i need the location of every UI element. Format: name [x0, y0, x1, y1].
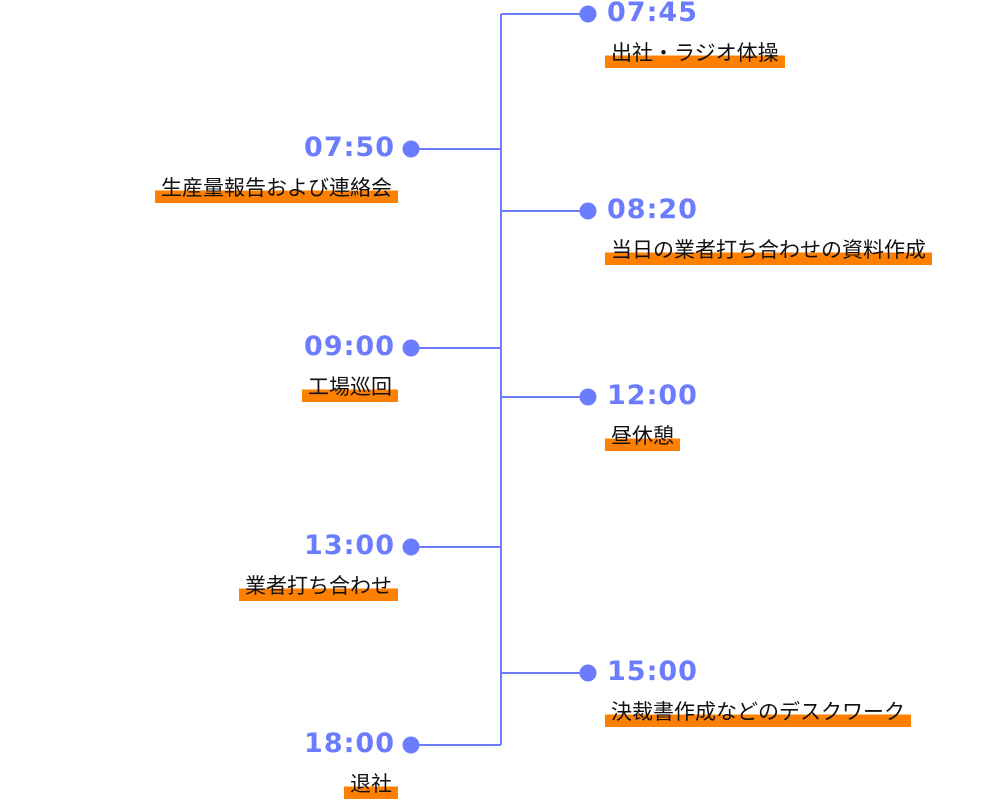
schedule-time: 07:45 — [607, 0, 698, 28]
schedule-time: 09:00 — [304, 331, 395, 362]
schedule-label: 当日の業者打ち合わせの資料作成 — [605, 235, 932, 265]
schedule-label: 生産量報告および連絡会 — [155, 173, 398, 203]
schedule-label: 出社・ラジオ体操 — [605, 38, 785, 68]
schedule-time: 12:00 — [607, 380, 698, 411]
schedule-time: 08:20 — [607, 194, 698, 225]
schedule-time: 07:50 — [304, 132, 395, 163]
timeline-dot — [579, 202, 597, 220]
schedule-time: 15:00 — [607, 656, 698, 687]
timeline-dot — [402, 736, 420, 754]
schedule-label: 昼休憩 — [605, 421, 680, 451]
schedule-label: 退社 — [344, 769, 398, 799]
timeline-dot — [402, 140, 420, 158]
timeline-dot — [402, 538, 420, 556]
timeline-dot — [402, 339, 420, 357]
timeline-dot — [579, 388, 597, 406]
schedule-label: 工場巡回 — [302, 372, 398, 402]
schedule-time: 18:00 — [304, 728, 395, 759]
timeline-dot — [579, 5, 597, 23]
timeline-dot — [579, 664, 597, 682]
schedule-label: 決裁書作成などのデスクワーク — [605, 697, 911, 727]
schedule-label: 業者打ち合わせ — [239, 571, 398, 601]
schedule-time: 13:00 — [304, 530, 395, 561]
